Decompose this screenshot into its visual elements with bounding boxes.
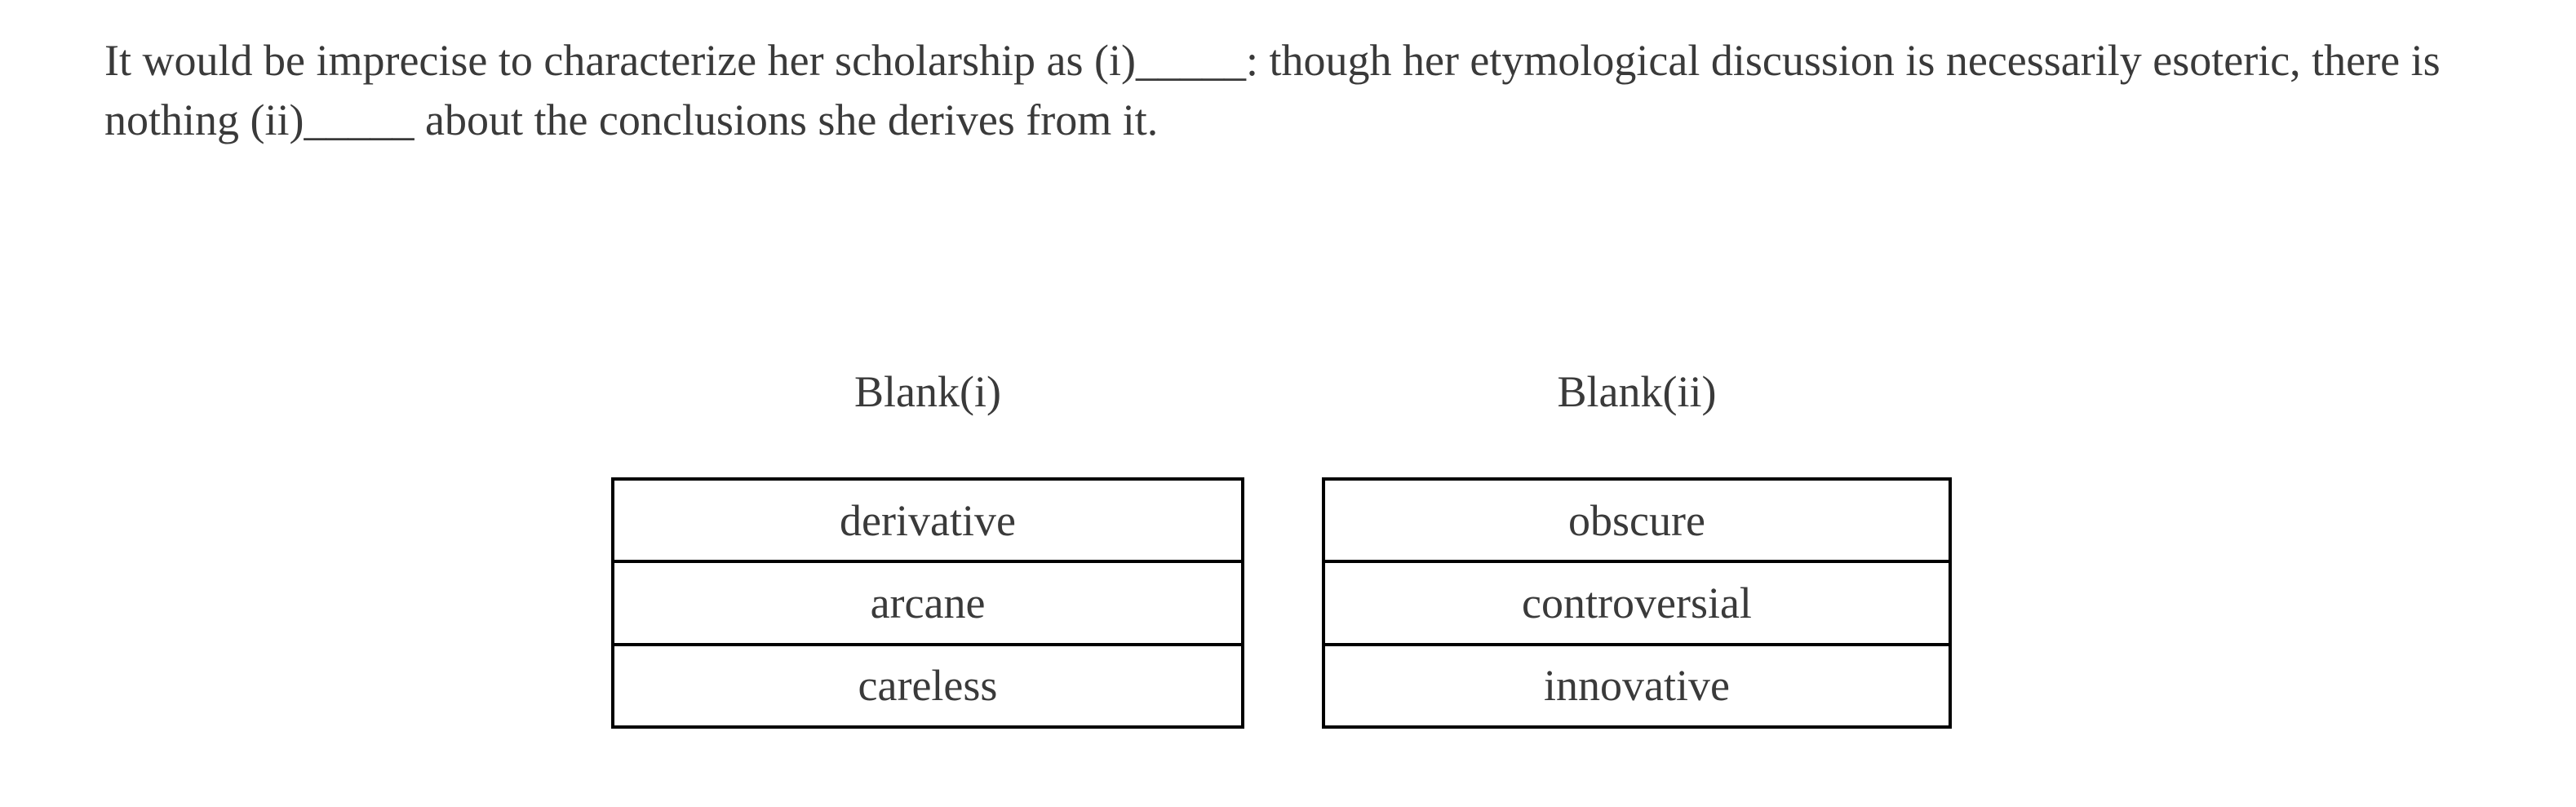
blank-i-header: Blank(i)	[854, 367, 1001, 416]
blank-ii-option-3[interactable]: innovative	[1325, 642, 1949, 725]
blank-i-option-1[interactable]: derivative	[840, 495, 1016, 545]
blank-ii-option-1[interactable]: obscure	[1568, 495, 1705, 545]
passage: It would be imprecise to characterize he…	[104, 31, 2441, 150]
passage-line-2: nothing (ii)_____ about the conclusions …	[104, 95, 1159, 144]
blank-i-option-3[interactable]: careless	[614, 642, 1241, 725]
blank-ii-option-2[interactable]: controversial	[1325, 560, 1949, 642]
passage-line-1: It would be imprecise to characterize he…	[104, 36, 2441, 85]
blank-i-options-table: derivative arcane careless	[611, 477, 1244, 729]
blank-ii-options-table: obscure controversial innovative	[1322, 477, 1952, 729]
blank-i-option-2[interactable]: arcane	[614, 560, 1241, 642]
blank-ii-header: Blank(ii)	[1557, 367, 1717, 416]
